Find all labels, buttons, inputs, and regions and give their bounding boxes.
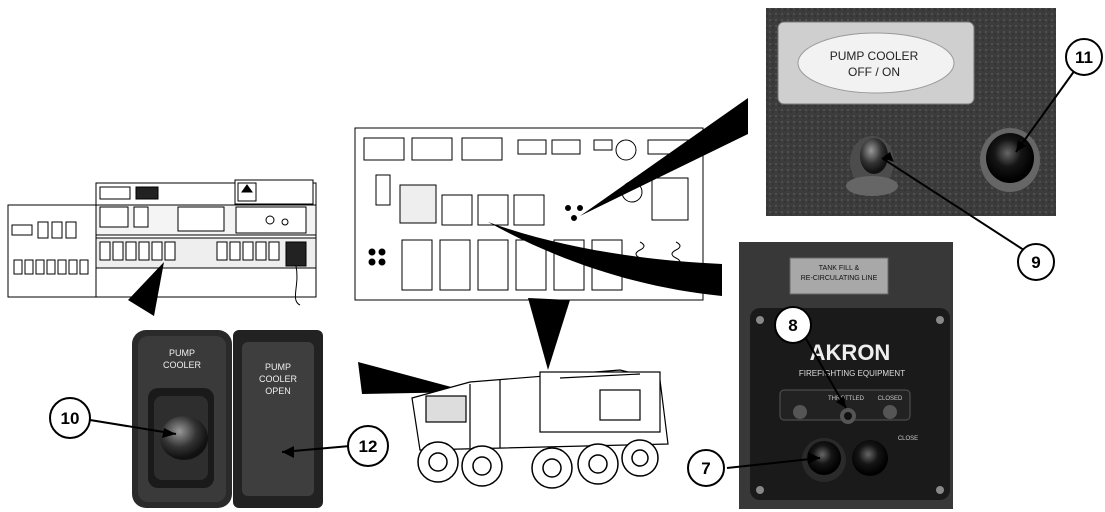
off-on-label-line1: PUMP COOLER [830,49,919,63]
off-on-label-line2: OFF / ON [848,65,900,79]
svg-text:8: 8 [788,316,797,335]
callout-10: 10 [50,398,90,438]
callout-8: 8 [775,307,811,343]
throttled-label: THROTTLED [828,396,865,402]
tank-fill-label-line2: RE-CIRCULATING LINE [801,275,878,282]
tank-fill-label-line1: TANK FILL & [819,265,860,272]
callout-12: 12 [348,426,388,466]
svg-text:10: 10 [61,409,80,428]
svg-text:9: 9 [1031,253,1040,272]
pump-cooler-off-on-photo [766,8,1056,216]
indicator-label-line1: PUMP [265,362,291,372]
rocker-label-line1: PUMP [169,348,195,358]
cab-console-drawing [8,180,316,305]
callout-11: 11 [1066,39,1102,75]
fire-truck-drawing [412,370,668,488]
svg-text:7: 7 [701,459,710,478]
closed-label: CLOSED [878,396,903,402]
akron-subtitle: FIREFIGHTING EQUIPMENT [799,369,905,378]
callout-7: 7 [688,450,724,486]
svg-text:11: 11 [1075,48,1093,67]
close-label: CLOSE [898,436,918,442]
akron-brand: AKRON [810,340,891,365]
indicator-label-line2: COOLER [259,374,298,384]
rocker-label-line2: COOLER [163,360,202,370]
svg-text:12: 12 [359,437,378,456]
indicator-label-line3: OPEN [265,386,291,396]
pointer-wedge-panel-to-truck [528,298,570,370]
pump-cooler-open-indicator-photo [233,330,323,508]
callout-9: 9 [1018,244,1054,280]
